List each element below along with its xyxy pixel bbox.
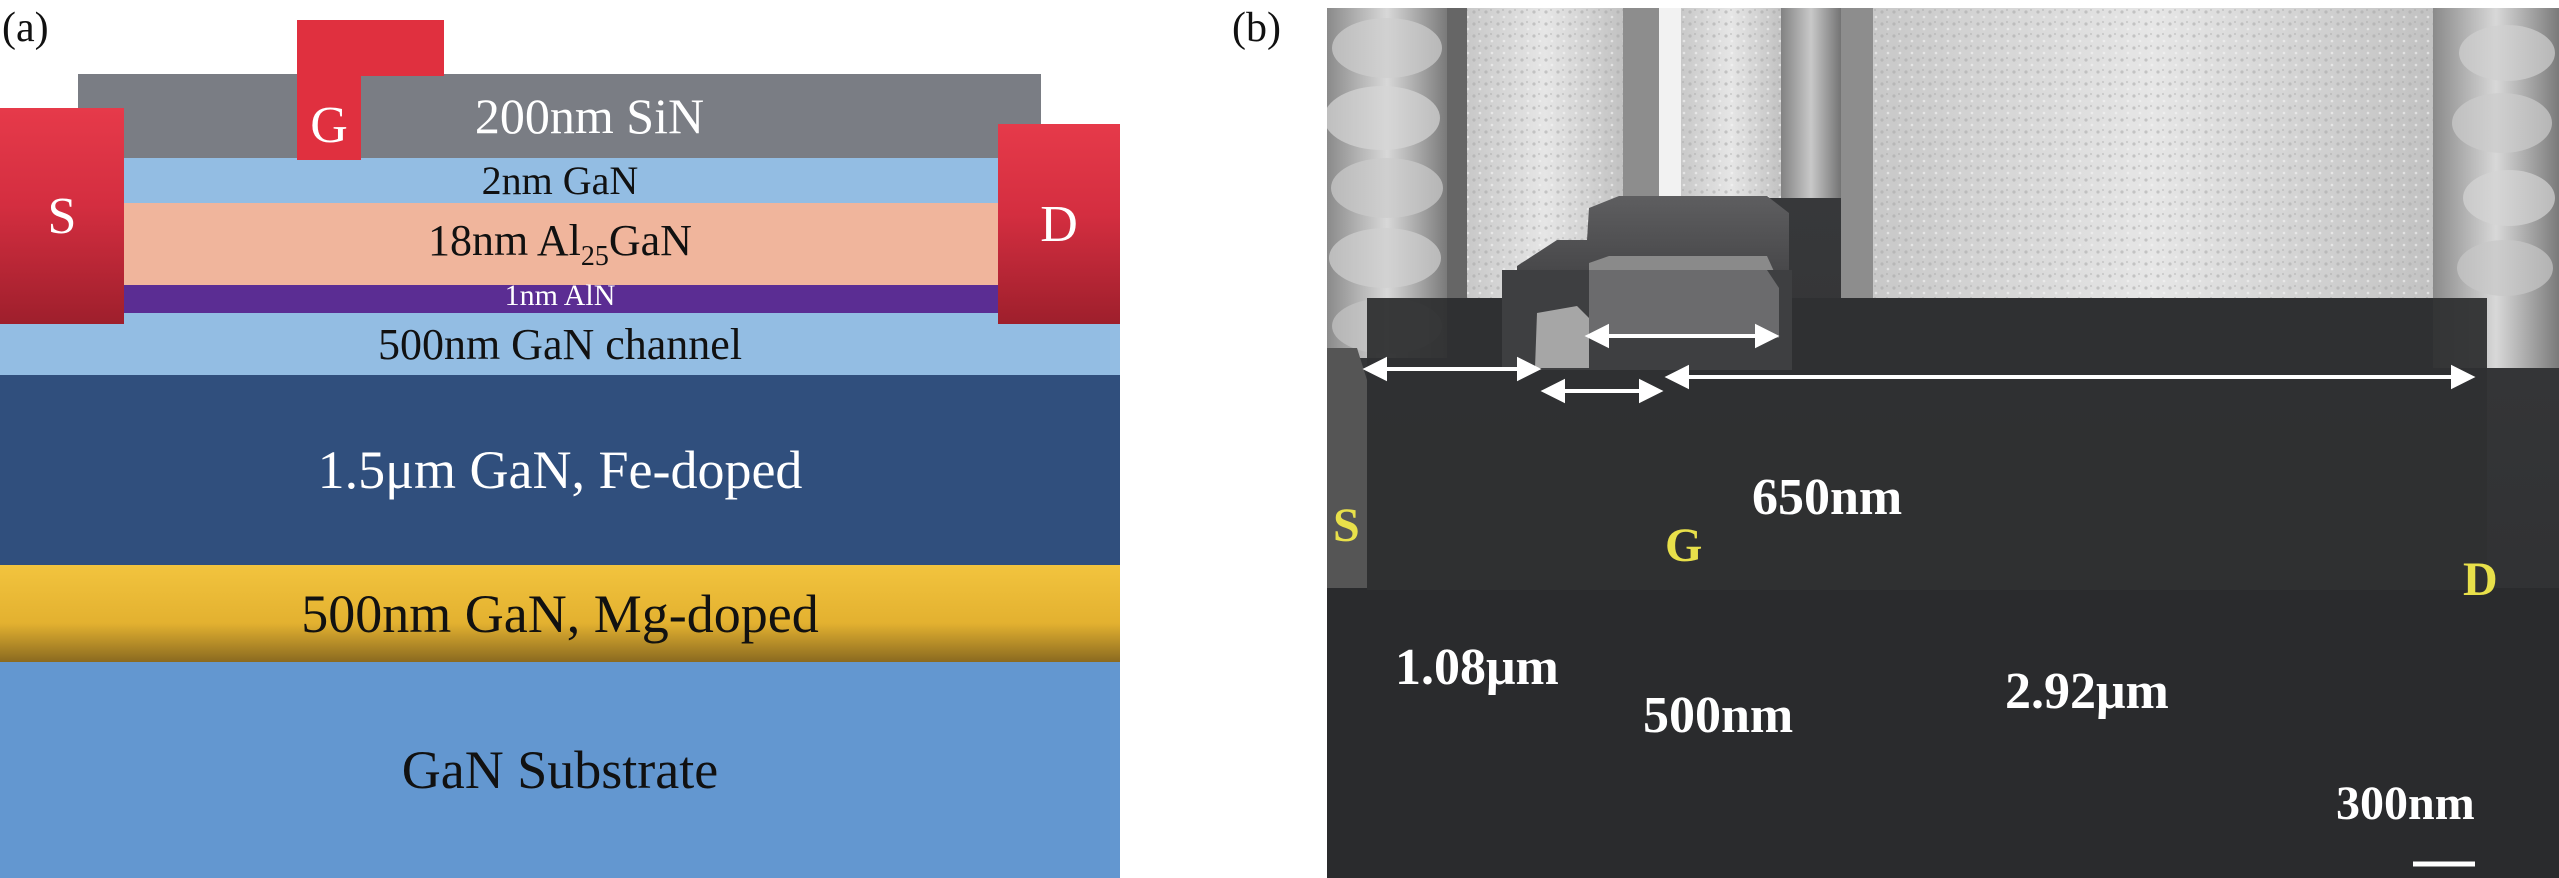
drain-contact-label: D xyxy=(1040,195,1078,253)
layer-aln-label: 1nm AlN xyxy=(504,279,616,312)
layer-sin: 200nm SiN xyxy=(78,74,1041,158)
source-contact-label: S xyxy=(47,187,77,245)
layer-algan-label: 18nm Al25GaN xyxy=(428,215,692,273)
sem-scale-bar-label: 300nm xyxy=(2336,777,2475,830)
layer-gan-fe-label: 1.5μm GaN, Fe-doped xyxy=(317,440,803,500)
layer-gan-channel-label: 500nm GaN channel xyxy=(377,319,743,369)
layer-algan-subscript: 25 xyxy=(580,240,609,272)
layer-gan-cap: 2nm GaN xyxy=(120,158,1000,203)
sem-drain-label: D xyxy=(2463,553,2498,606)
sem-source-gate-spacing-label: 1.08μm xyxy=(1395,639,1559,696)
layer-algan-suffix: GaN xyxy=(608,216,692,266)
layer-gan-fe: 1.5μm GaN, Fe-doped xyxy=(0,375,1120,565)
layer-gan-channel: 500nm GaN channel xyxy=(0,313,1120,375)
sem-source-step xyxy=(1327,348,1367,588)
sem-gate-top-width-label: 650nm xyxy=(1752,469,1903,526)
sem-source-label: S xyxy=(1333,499,1360,552)
layer-gan-cap-label: 2nm GaN xyxy=(481,158,639,203)
sem-trench-2 xyxy=(1841,8,1873,298)
sem-gate-label: G xyxy=(1665,519,1703,572)
layer-gan-mg-label: 500nm GaN, Mg-doped xyxy=(301,583,819,644)
sem-left-trench xyxy=(1447,8,1467,298)
sem-substrate-band xyxy=(1327,588,2559,878)
layer-gan-mg: 500nm GaN, Mg-doped xyxy=(0,565,1120,662)
layer-aln: 1nm AlN xyxy=(120,279,1000,313)
gate-contact-label: G xyxy=(310,96,348,154)
layer-substrate-label: GaN Substrate xyxy=(401,740,719,800)
drain-contact: D xyxy=(998,124,1120,324)
sem-micrograph xyxy=(1327,8,2559,878)
panel-b-label: (b) xyxy=(1232,5,1281,51)
layer-algan: 18nm Al25GaN xyxy=(120,203,1000,285)
sem-gate-drain-spacing-label: 2.92μm xyxy=(2005,663,2169,720)
layer-sin-label: 200nm SiN xyxy=(474,88,705,144)
panel-a-label: (a) xyxy=(2,5,49,51)
layer-substrate: GaN Substrate xyxy=(0,662,1120,878)
source-contact: S xyxy=(0,108,124,324)
sem-dimension-arrows xyxy=(1362,323,2476,867)
sem-gate-foot-width-label: 500nm xyxy=(1643,687,1794,744)
layer-algan-prefix: 18nm Al xyxy=(428,216,581,266)
gate-contact-stem: G xyxy=(297,20,361,160)
